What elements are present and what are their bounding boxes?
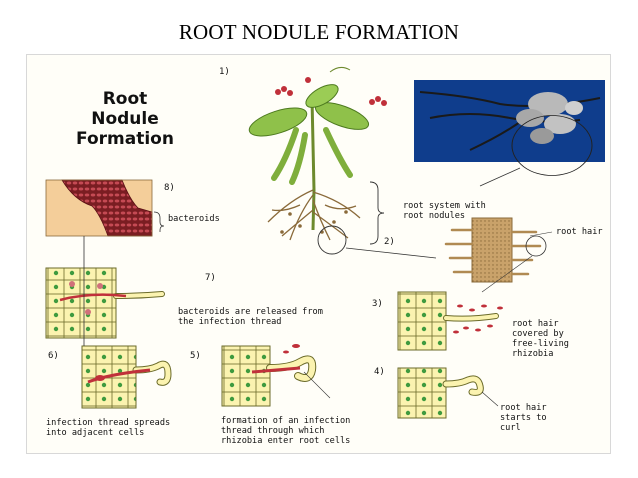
plant-illustration [248, 66, 387, 255]
curl-pointer [481, 391, 499, 407]
slide-title: ROOT NODULE FORMATION [178, 20, 460, 44]
step-1-number: 1) [219, 67, 230, 77]
step-4-number: 4) [374, 367, 385, 377]
step-3-cells [397, 291, 503, 351]
thread-spreads-1: infection thread spreads [46, 418, 170, 428]
bacteroids-released-2: the infection thread [178, 317, 281, 327]
step-2-number: 2) [384, 237, 395, 247]
root-hair-covered-4: rhizobia [512, 349, 553, 359]
step-5-pointer [303, 371, 331, 399]
step-7-number: 7) [205, 273, 216, 283]
root-nodule-photo [414, 80, 605, 176]
root-hair-illustration [444, 217, 547, 283]
curl-label-3: curl [500, 423, 521, 433]
root-system-label-1: root system with [403, 201, 486, 211]
root-hair-covered-2: covered by [512, 329, 564, 339]
step-8-number: 8) [164, 183, 175, 193]
photo-pointer-line [479, 167, 521, 187]
step-5-cells [221, 344, 317, 407]
bacteroids-bracket [153, 211, 165, 232]
root-hair-covered-1: root hair [512, 319, 559, 329]
bacteroids-label: bacteroids [168, 214, 220, 224]
diagram-heading: Root Nodule Formation [76, 89, 174, 149]
root-hair-pointer [529, 231, 553, 237]
step-7-cells [45, 267, 165, 339]
thread-formation-3: rhizobia enter root cells [221, 436, 350, 446]
heading-line-1: Root [103, 89, 148, 109]
step-2-pointer-line [345, 247, 437, 259]
heading-line-3: Formation [76, 129, 174, 149]
root-hair-label: root hair [556, 227, 603, 237]
curl-label-2: starts to [500, 413, 547, 423]
root-system-label-2: root nodules [403, 211, 465, 221]
root-hair-covered-3: free-living [512, 339, 569, 349]
step-6-number: 6) [48, 351, 59, 361]
curl-label-1: root hair [500, 403, 547, 413]
step-4-cells [397, 367, 484, 419]
step-5-number: 5) [190, 351, 201, 361]
root-system-bracket [369, 181, 385, 245]
bacteroids-released-1: bacteroids are released from [178, 307, 323, 317]
thread-formation-2: thread through which [221, 426, 324, 436]
bacteroid-tissue [45, 179, 153, 237]
heading-line-2: Nodule [91, 109, 159, 129]
step-3-number: 3) [372, 299, 383, 309]
thread-formation-1: formation of an infection [221, 416, 350, 426]
step-6-cells [81, 345, 172, 409]
zoom-line-2-3 [481, 255, 533, 293]
thread-spreads-2: into adjacent cells [46, 428, 144, 438]
